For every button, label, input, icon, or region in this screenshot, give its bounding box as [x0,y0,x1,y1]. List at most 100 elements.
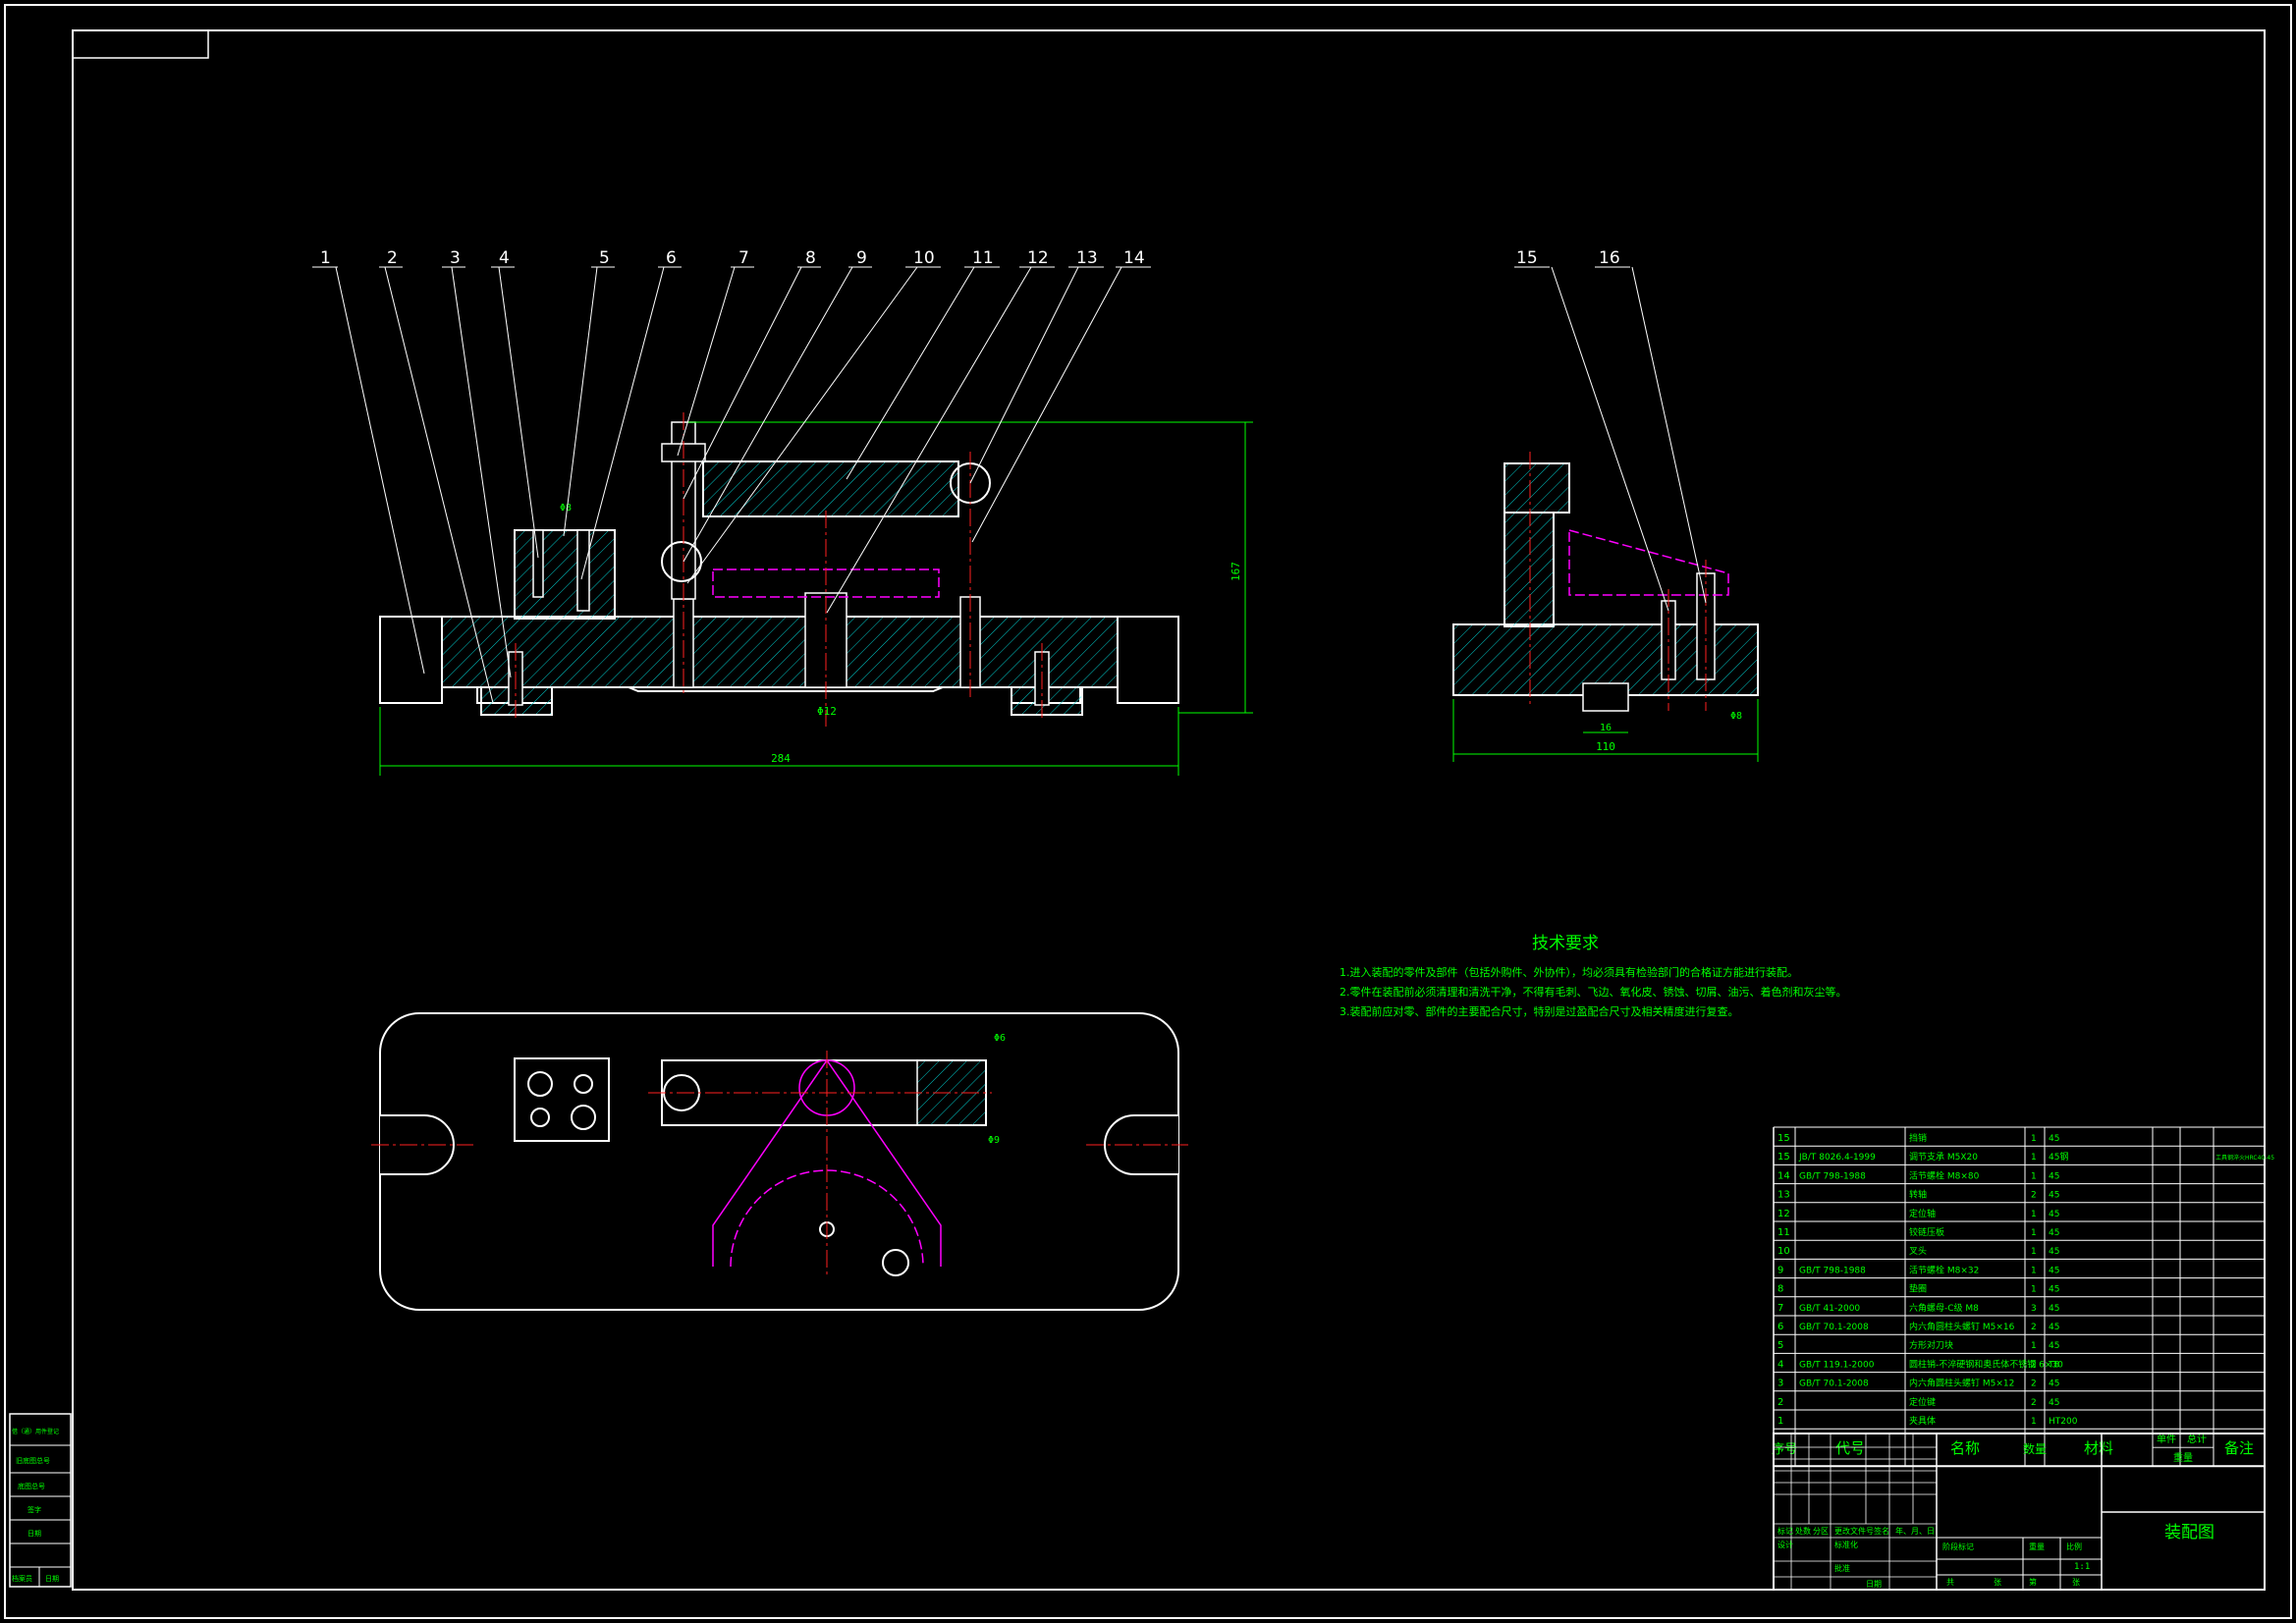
bom-header-name: 名称 [1950,1439,1980,1457]
stop-pin-plan [882,1249,909,1276]
side-view: 110 16 Φ8 [1452,266,1759,762]
bom-qty: 2 [2031,1191,2037,1201]
tb-label: 共 [1946,1578,1954,1587]
plan-hole [574,1074,593,1094]
tb-label: 签名 [1874,1526,1889,1536]
balloon-11: 11 [972,248,994,268]
balloon-group-front: 1 2 3 4 5 6 7 8 9 10 11 12 13 14 [320,248,1145,268]
bom-header-code: 代号 [1835,1439,1865,1457]
bom-name: 铰链压板 [1909,1226,1944,1238]
bom-name: 定位键 [1909,1396,1936,1408]
balloon-2: 2 [387,248,398,268]
clamp-plate [702,460,959,517]
balloon-9: 9 [856,248,867,268]
bom-no: 15 [1777,1152,1790,1163]
bom-material: 45 [2049,1380,2059,1389]
balloon-7: 7 [738,248,749,268]
tb-label: 批准 [1834,1563,1850,1573]
bom-header-total: 总计 [2187,1433,2207,1445]
bom-qty: 1 [2031,1417,2037,1427]
sheet-border [4,4,2292,1619]
bom-qty: 2 [2031,1323,2037,1332]
strip-label: 底图总号 [18,1482,45,1490]
tech-title: 技术要求 [1532,934,1599,953]
bom-name: 活节螺栓 M8×32 [1909,1264,1979,1275]
leader-15 [1551,266,1669,612]
bom-qty: 2 [2031,1380,2037,1389]
balloon-8: 8 [805,248,816,268]
pivot-left [661,541,702,582]
bom-name: 活节螺栓 M8×80 [1909,1169,1980,1181]
tb-label: 张 [2072,1578,2080,1587]
bom-qty: 1 [2031,1228,2037,1238]
bom-header-unit: 单件 [2157,1434,2176,1445]
bom-qty: 2 [2031,1398,2037,1408]
bom-name: 垫圈 [1909,1283,1927,1295]
bom-name: 内六角圆柱头螺钉 M5×16 [1909,1321,2015,1332]
bom-qty: 1 [2031,1285,2037,1295]
bom-code: GB/T 70.1-2008 [1799,1323,1869,1332]
tb-label: 分区 [1813,1527,1829,1536]
balloon-13: 13 [1076,248,1098,268]
plan-hole [527,1071,553,1097]
bom-qty: 1 [2031,1341,2037,1351]
balloon-6: 6 [666,248,677,268]
bom-no: 15 [1777,1133,1790,1144]
bom-material: 45 [2049,1134,2059,1144]
bom-no: 9 [1777,1265,1783,1275]
bom-no: 10 [1777,1246,1790,1257]
title-block: 装配图 1:1 标记 处数 分区 更改文件号 签名 年、月、日 设计 标准化 阶… [1773,1433,2266,1591]
bom-note: 工具钢淬火HRC40-45 [2215,1154,2274,1162]
setting-block-plan [514,1057,610,1142]
yoke-inner-hidden [730,1169,924,1268]
side-slot [1582,682,1629,712]
dim-side-phi8: Φ8 [1730,711,1742,722]
leader-lines [335,266,1122,704]
tb-label: 设计 [1777,1540,1793,1549]
bom-no: 6 [1777,1322,1783,1332]
bom-name: 定位轴 [1909,1208,1936,1219]
plan-hole [530,1108,550,1127]
bom-name: 方形对刀块 [1909,1339,1953,1351]
tb-label: 日期 [1866,1580,1882,1589]
tb-label: 第 [2029,1577,2037,1587]
bom-header-weight: 重量 [2173,1451,2193,1464]
dim-plan-phi9: Φ9 [988,1135,1000,1146]
side-plate-hidden [1568,529,1729,596]
balloon-5: 5 [599,248,610,268]
dim-plan-phi6: Φ6 [994,1033,1006,1044]
bom-name: 夹具体 [1909,1415,1936,1427]
bom-qty: 1 [2031,1247,2037,1257]
bom-code: GB/T 798-1988 [1799,1171,1866,1181]
dim-phi8: Φ8 [560,503,572,514]
bom-material: T8 [2048,1360,2059,1370]
bom-no: 3 [1777,1379,1783,1389]
strip-label: 签字 [27,1505,41,1514]
bom-qty: 3 [2031,1304,2037,1314]
balloon-1: 1 [320,248,331,268]
title-drawing-name: 装配图 [2164,1523,2214,1542]
bom-no: 12 [1777,1209,1790,1219]
bom-material: 45 [2049,1210,2059,1219]
dim-side-16: 16 [1600,723,1612,733]
frame-corner-box [72,29,209,59]
bom-material: 45 [2049,1285,2059,1295]
balloon-4: 4 [499,248,510,268]
tb-label: 阶段标记 [1942,1542,1974,1551]
bom-header-note: 备注 [2224,1439,2254,1457]
balloon-10: 10 [913,248,935,268]
strip-label: 日期 [27,1530,41,1538]
bom-material: HT200 [2049,1417,2078,1427]
bom-no: 14 [1777,1170,1790,1181]
bom-name: 叉头 [1909,1246,1927,1257]
bom-name: 内六角圆柱头螺钉 M5×12 [1909,1378,2014,1389]
bom-qty: 2 [2031,1360,2037,1370]
technical-requirements: 技术要求 1.进入装配的零件及部件（包括外购件、外协件），均必须具有检验部门的合… [1339,934,1847,1018]
tb-label: 比例 [2066,1542,2082,1551]
bom-code: GB/T 41-2000 [1799,1304,1860,1314]
bom-header-material: 材料 [2084,1439,2113,1457]
u-slot-right [1104,1114,1178,1175]
dim-phi12: Φ12 [817,705,837,718]
bom-no: 11 [1777,1227,1790,1238]
